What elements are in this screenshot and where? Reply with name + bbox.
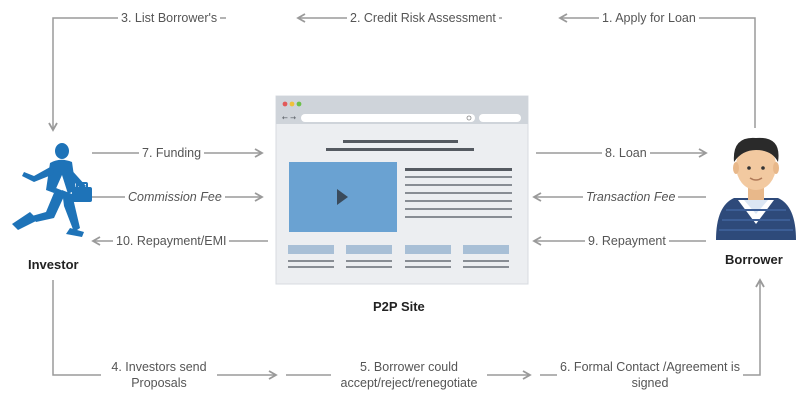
step-10-label: 10. Repayment/EMI bbox=[113, 234, 230, 249]
step-8-label: 8. Loan bbox=[602, 146, 650, 161]
step-9-label: 9. Repayment bbox=[585, 234, 669, 249]
step-4-label: 4. Investors send Proposals bbox=[101, 359, 217, 391]
step-5-label: 5. Borrower could accept/reject/renegoti… bbox=[331, 359, 487, 391]
borrower-avatar-icon bbox=[716, 137, 796, 240]
step-3-label: 3. List Borrower's bbox=[118, 11, 221, 26]
step-1-label: 1. Apply for Loan bbox=[599, 11, 699, 26]
investor-figure-icon bbox=[12, 143, 92, 237]
window-minimize-dot bbox=[289, 101, 295, 107]
step-2-label: 2. Credit Risk Assessment bbox=[347, 11, 499, 26]
arrow-apply-for-loan bbox=[558, 13, 756, 128]
transaction-fee-label: Transaction Fee bbox=[583, 190, 679, 205]
p2p-site-label: P2P Site bbox=[373, 299, 425, 314]
address-bar bbox=[301, 114, 475, 122]
search-icon bbox=[466, 115, 472, 121]
nav-arrows-icon: ← → bbox=[282, 114, 296, 122]
commission-fee-label: Commission Fee bbox=[125, 190, 225, 205]
window-close-dot bbox=[282, 101, 288, 107]
arrow-list-borrowers bbox=[48, 17, 226, 132]
borrower-label: Borrower bbox=[725, 252, 783, 267]
investor-label: Investor bbox=[28, 257, 79, 272]
window-maximize-dot bbox=[296, 101, 302, 107]
step-6-label: 6. Formal Contact /Agreement is signed bbox=[557, 359, 743, 391]
search-bar bbox=[479, 114, 521, 122]
play-icon bbox=[337, 189, 348, 205]
p2p-site-browser-window: ← → bbox=[275, 95, 529, 285]
step-7-label: 7. Funding bbox=[139, 146, 205, 161]
